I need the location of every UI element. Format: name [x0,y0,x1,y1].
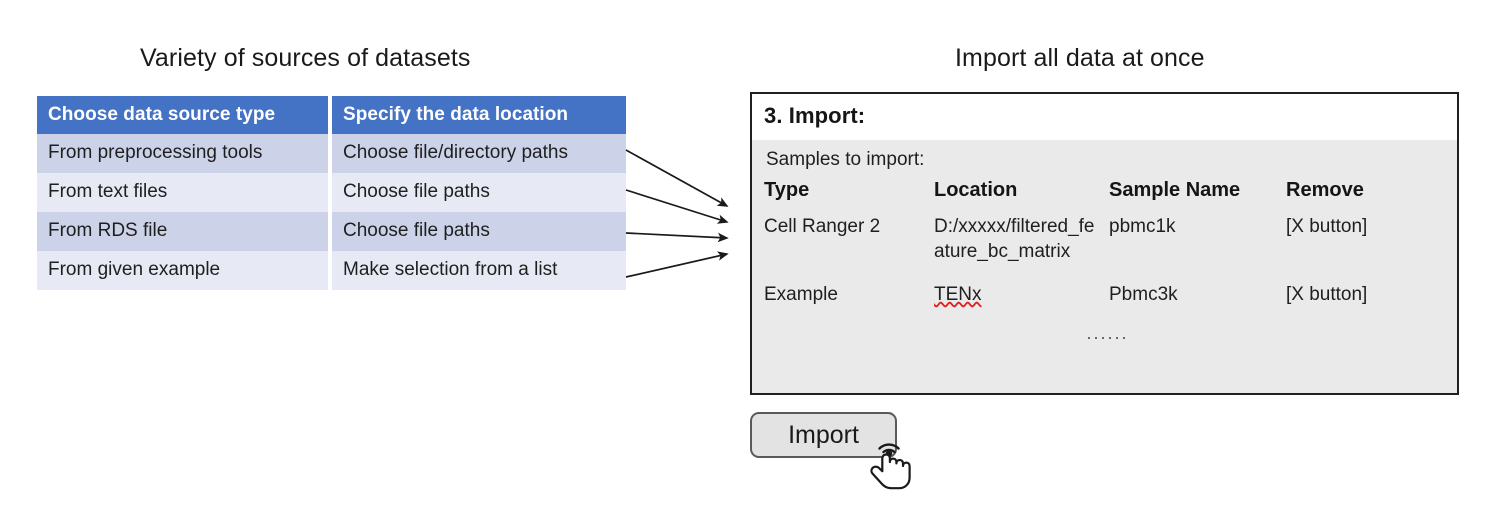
table-row[interactable]: Example TENx Pbmc3k [X button] [752,264,1457,307]
data-source-table: Choose data source type Specify the data… [37,96,626,290]
import-button[interactable]: Import [750,412,897,458]
flow-arrows-group [625,149,729,278]
source-table-header-type: Choose data source type [37,96,332,134]
import-button-label: Import [788,420,859,449]
sample-remove-button[interactable]: [X button] [1286,284,1368,305]
import-panel: 3. Import: Samples to import: Type Locat… [750,92,1459,395]
table-row[interactable]: From text files Choose file paths [37,173,626,212]
sample-name-cell: pbmc1k [1109,216,1176,237]
arrow-row-4 [625,251,729,278]
sample-remove-button[interactable]: [X button] [1286,216,1368,237]
table-row[interactable]: From preprocessing tools Choose file/dir… [37,134,626,173]
samples-to-import-label: Samples to import: [766,149,925,170]
source-type-cell: From given example [37,251,332,290]
source-location-cell: Choose file/directory paths [332,134,626,173]
source-location-cell: Make selection from a list [332,251,626,290]
import-panel-header: 3. Import: [752,94,1457,140]
source-type-cell: From text files [37,173,332,212]
right-section-title: Import all data at once [955,44,1205,72]
sample-type-cell: Example [764,284,838,305]
sample-name-cell: Pbmc3k [1109,284,1178,305]
table-row[interactable]: From given example Make selection from a… [37,251,626,290]
source-location-cell: Choose file paths [332,173,626,212]
samples-table-header-row: Type Location Sample Name Remove [752,179,1457,212]
source-table-header-location: Specify the data location [332,96,626,134]
arrow-row-2 [625,189,729,224]
samples-header-remove: Remove [1286,179,1364,201]
samples-header-type: Type [764,179,810,201]
sample-type-cell: Cell Ranger 2 [764,216,881,237]
samples-table: Type Location Sample Name Remove Cell Ra… [752,179,1457,346]
sample-location-cell: TENx [934,264,1109,307]
table-row[interactable]: Cell Ranger 2 D:/xxxxx/filtered_feature_… [752,212,1457,264]
table-row[interactable]: From RDS file Choose file paths [37,212,626,251]
sample-location-text: TENx [934,284,982,305]
source-type-cell: From RDS file [37,212,332,251]
source-location-cell: Choose file paths [332,212,626,251]
left-section-title: Variety of sources of datasets [140,44,471,72]
source-table-header-row: Choose data source type Specify the data… [37,96,626,134]
table-continuation-row: ...... [752,307,1457,346]
import-step-title: 3. Import: [764,103,866,128]
source-type-cell: From preprocessing tools [37,134,332,173]
arrow-row-3 [625,232,729,243]
arrow-row-1 [625,149,729,207]
samples-header-location: Location [934,179,1018,201]
sample-location-cell: D:/xxxxx/filtered_feature_bc_matrix [934,216,1095,262]
continuation-ellipsis: ...... [1086,323,1129,343]
samples-header-sample-name: Sample Name [1109,179,1241,201]
